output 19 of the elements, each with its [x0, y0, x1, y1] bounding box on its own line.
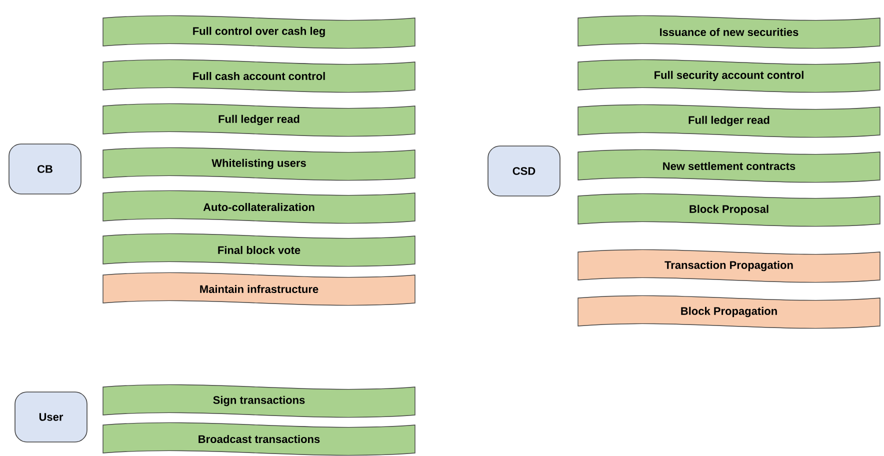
wavy-banner: Final block vote [102, 233, 416, 267]
wavy-banner: Full cash account control [102, 59, 416, 93]
wavy-banner: Block Proposal [578, 193, 880, 227]
wavy-banner: Whitelisting users [102, 147, 416, 181]
wavy-banner: Auto-collateralization [102, 190, 416, 224]
wavy-banner: New settlement contracts [578, 149, 880, 183]
wavy-banner: Full security account control [578, 59, 880, 93]
role-box: User [14, 392, 88, 442]
wavy-banner: Full ledger read [102, 103, 416, 137]
wavy-banner: Full control over cash leg [102, 15, 416, 49]
wavy-banner: Block Propagation [578, 295, 880, 329]
wavy-banner: Sign transactions [102, 384, 416, 418]
wavy-banner: Transaction Propagation [578, 249, 880, 283]
role-box: CSD [488, 146, 560, 196]
role-box: CB [8, 144, 82, 194]
wavy-banner: Maintain infrastructure [102, 272, 416, 306]
wavy-banner: Full ledger read [578, 104, 880, 138]
wavy-banner: Issuance of new securities [578, 15, 880, 49]
wavy-banner: Broadcast transactions [102, 422, 416, 456]
